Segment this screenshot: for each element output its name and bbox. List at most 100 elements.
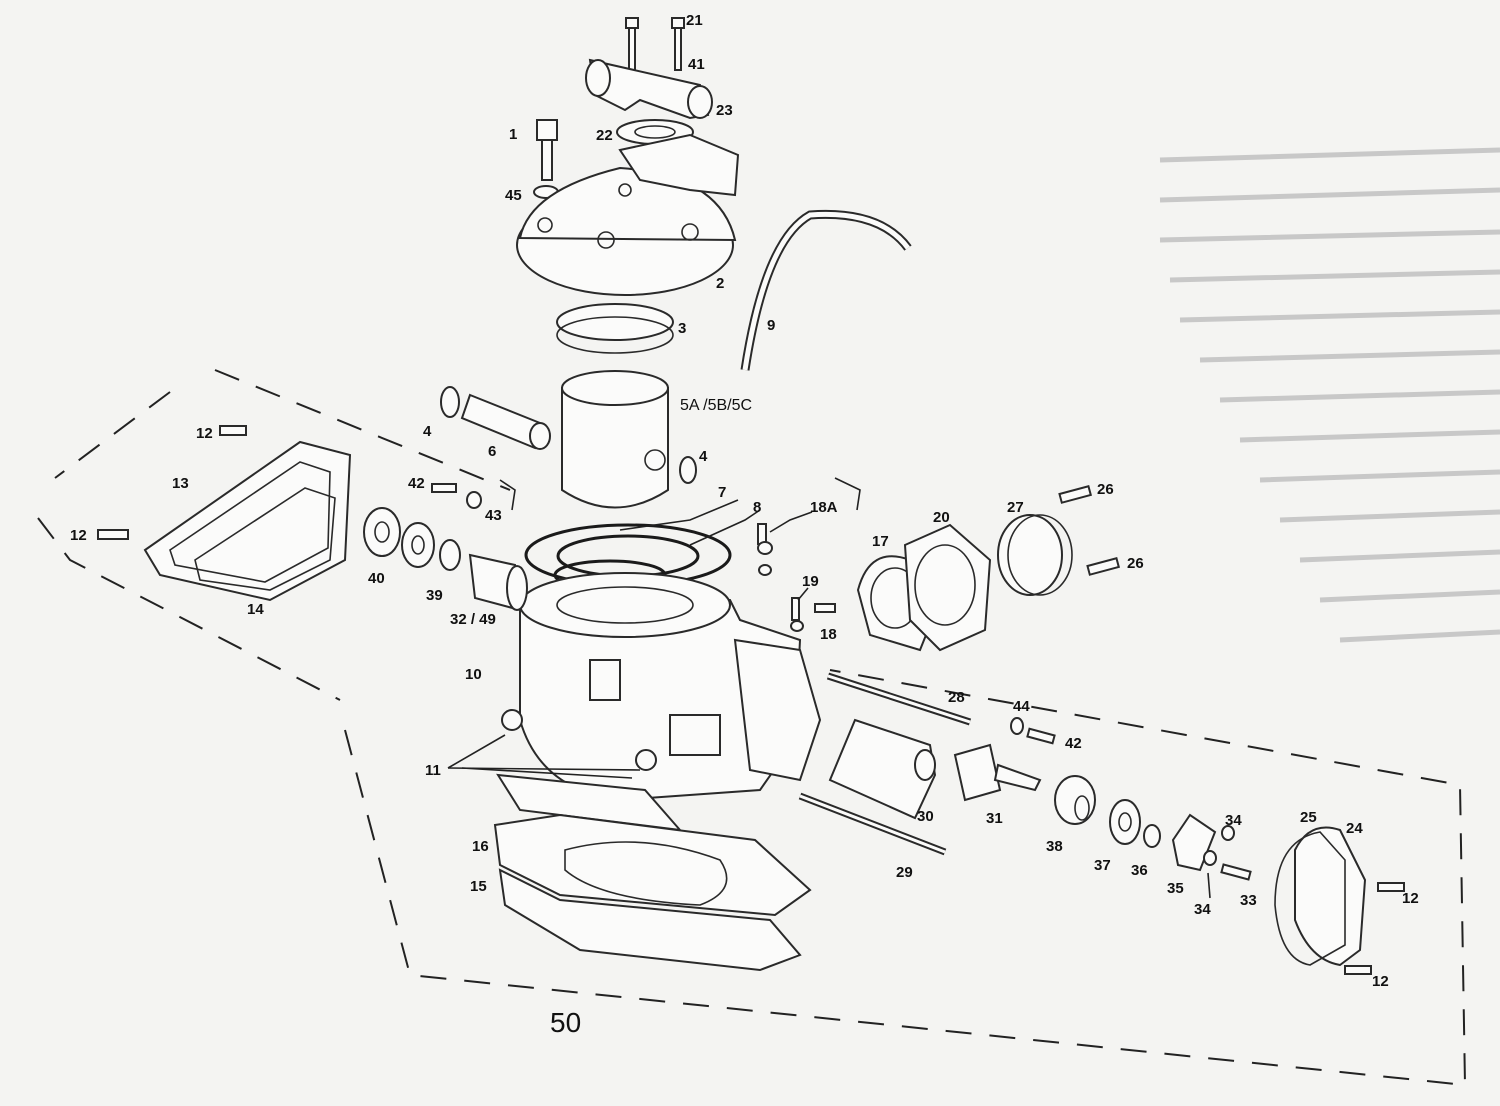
screw-42-right xyxy=(1026,727,1056,745)
fitting-18A-19 xyxy=(757,523,804,632)
callout-9: 9 xyxy=(767,317,775,334)
callout-40: 40 xyxy=(368,570,385,587)
background-texture xyxy=(1159,147,1500,643)
oring-8 xyxy=(556,534,700,578)
callout-4-right: 4 xyxy=(699,448,708,465)
seal-36 xyxy=(1143,824,1161,848)
bearing-40 xyxy=(363,507,401,557)
screw-12-top xyxy=(219,425,247,436)
callout-20: 20 xyxy=(933,509,950,526)
washer-34-top xyxy=(1221,825,1235,841)
circlip-4-right xyxy=(679,456,697,484)
callout-41: 41 xyxy=(688,56,705,73)
piston-5 xyxy=(561,370,669,509)
screw-33 xyxy=(1220,863,1252,881)
callout-27: 27 xyxy=(1007,499,1024,516)
callout-29: 29 xyxy=(896,864,913,881)
callout-8: 8 xyxy=(753,499,761,516)
washer-34-bottom xyxy=(1203,850,1217,866)
piston-rings-3 xyxy=(556,303,674,354)
piston-pin-6 xyxy=(460,393,551,450)
callout-34-top: 34 xyxy=(1225,812,1242,829)
cover-24 xyxy=(1274,826,1367,967)
callout-24: 24 xyxy=(1346,820,1363,837)
callout-labels: 21 41 23 22 1 45 2 3 9 5A /5B/5C 4 4 6 7… xyxy=(70,12,1419,1038)
callout-42-left: 42 xyxy=(408,475,425,492)
bolt-21 xyxy=(625,17,685,75)
cylinder-head-2 xyxy=(516,133,740,296)
callout-26-bottom: 26 xyxy=(1127,555,1144,572)
callout-42-right: 42 xyxy=(1065,735,1082,752)
callout-17: 17 xyxy=(872,533,889,550)
callout-21: 21 xyxy=(686,12,703,29)
callout-13: 13 xyxy=(172,475,189,492)
callout-12-left: 12 xyxy=(70,527,87,544)
gasket-14 xyxy=(194,487,336,591)
bushing-38 xyxy=(1054,775,1096,825)
callout-12-right-bottom: 12 xyxy=(1372,973,1389,990)
callout-31: 31 xyxy=(986,810,1003,827)
callout-16: 16 xyxy=(472,838,489,855)
seal-ring-27 xyxy=(997,514,1073,596)
valve-32-49 xyxy=(468,553,528,612)
callout-38: 38 xyxy=(1046,838,1063,855)
screw-42-left xyxy=(431,483,457,493)
callout-10: 10 xyxy=(465,666,482,683)
callout-5: 5A /5B/5C xyxy=(680,397,752,414)
screw-12-left xyxy=(97,529,129,540)
callout-35: 35 xyxy=(1167,880,1184,897)
callout-12-top: 12 xyxy=(196,425,213,442)
bolt-1 xyxy=(533,119,559,199)
callout-14: 14 xyxy=(247,601,264,618)
cylinder-10 xyxy=(496,572,822,832)
callout-2: 2 xyxy=(716,275,724,292)
exhaust-valve-30 xyxy=(828,718,937,820)
callout-39: 39 xyxy=(426,587,443,604)
callout-30: 30 xyxy=(917,808,934,825)
callout-12-right-top: 12 xyxy=(1402,890,1419,907)
callout-37: 37 xyxy=(1094,857,1111,874)
callout-23: 23 xyxy=(716,102,733,119)
exhaust-flange-20 xyxy=(903,523,992,652)
circlip-4-left xyxy=(440,386,460,418)
screw-18 xyxy=(814,603,836,613)
screw-26-top xyxy=(1058,485,1093,504)
bracket-left xyxy=(499,479,516,511)
bearing-39 xyxy=(401,522,461,571)
callout-28: 28 xyxy=(948,689,965,706)
thermostat-housing-23 xyxy=(585,58,713,120)
callout-33: 33 xyxy=(1240,892,1257,909)
callout-45: 45 xyxy=(505,187,522,204)
base-gasket-16 xyxy=(493,813,812,917)
callout-43: 43 xyxy=(485,507,502,524)
screw-26-bottom xyxy=(1086,557,1121,576)
callout-18: 18 xyxy=(820,626,837,643)
cover-13 xyxy=(143,440,352,602)
coolant-hose-9 xyxy=(740,209,912,371)
callout-3: 3 xyxy=(678,320,686,337)
bracket-top-right xyxy=(834,477,861,511)
bearing-37 xyxy=(1109,799,1141,845)
callout-36: 36 xyxy=(1131,862,1148,879)
callout-11: 11 xyxy=(425,762,441,779)
right-group-outline xyxy=(344,669,1467,1087)
callout-1: 1 xyxy=(509,126,517,143)
callout-44: 44 xyxy=(1013,698,1030,715)
callout-32-49: 32 / 49 xyxy=(450,611,496,628)
screw-12-right-top xyxy=(1377,882,1405,892)
callout-19: 19 xyxy=(802,573,819,590)
left-group-outline xyxy=(37,369,511,701)
base-gasket-15 xyxy=(498,868,802,972)
washer-43 xyxy=(466,491,482,509)
callout-22: 22 xyxy=(596,127,613,144)
leader-lines xyxy=(447,499,1211,899)
callout-26-top: 26 xyxy=(1097,481,1114,498)
callout-6: 6 xyxy=(488,443,496,460)
screw-12-right-bottom xyxy=(1344,965,1372,975)
callout-7: 7 xyxy=(718,484,726,501)
callout-18A: 18A xyxy=(810,499,838,516)
callout-15: 15 xyxy=(470,878,487,895)
spool-31 xyxy=(953,743,1042,802)
